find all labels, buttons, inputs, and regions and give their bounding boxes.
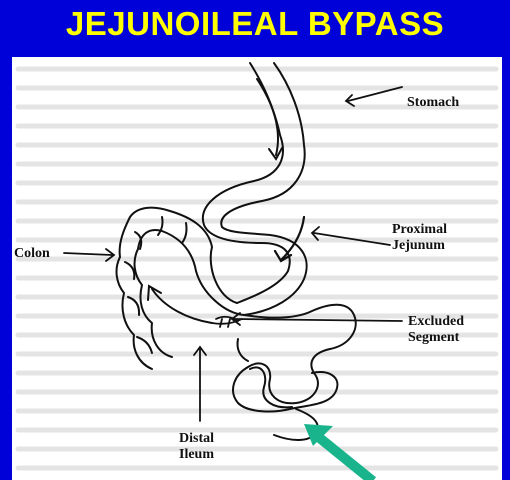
distal-ileum-stub	[236, 338, 249, 362]
label-excluded-segment-line2: Segment	[408, 330, 460, 345]
label-proximal-jejunum-line1: Proximal	[392, 222, 447, 237]
colon-flow-arrow	[147, 284, 213, 324]
colon-outline	[115, 206, 245, 370]
slide-title: JEJUNOILEAL BYPASS	[65, 5, 445, 42]
bypass-diagram	[15, 62, 499, 480]
stomach-flow-arrow	[256, 78, 283, 161]
label-stomach: Stomach	[407, 95, 460, 110]
label-proximal-jejunum-line2: Jejunum	[392, 238, 445, 253]
stomach-outline	[201, 62, 308, 316]
label-distal-ileum-line1: Distal	[179, 431, 214, 446]
bypass-figure: Stomach Colon Proximal Jejunum Excluded …	[12, 57, 502, 480]
label-distal-ileum-line2: Ileum	[179, 447, 214, 462]
label-excluded-segment-line1: Excluded	[408, 314, 465, 329]
pointer-arrows	[63, 86, 403, 422]
jejunum-flow-arrow	[273, 215, 306, 263]
green-pointer-arrow	[304, 424, 377, 480]
background-scan-text	[15, 66, 499, 471]
label-colon: Colon	[14, 246, 50, 261]
